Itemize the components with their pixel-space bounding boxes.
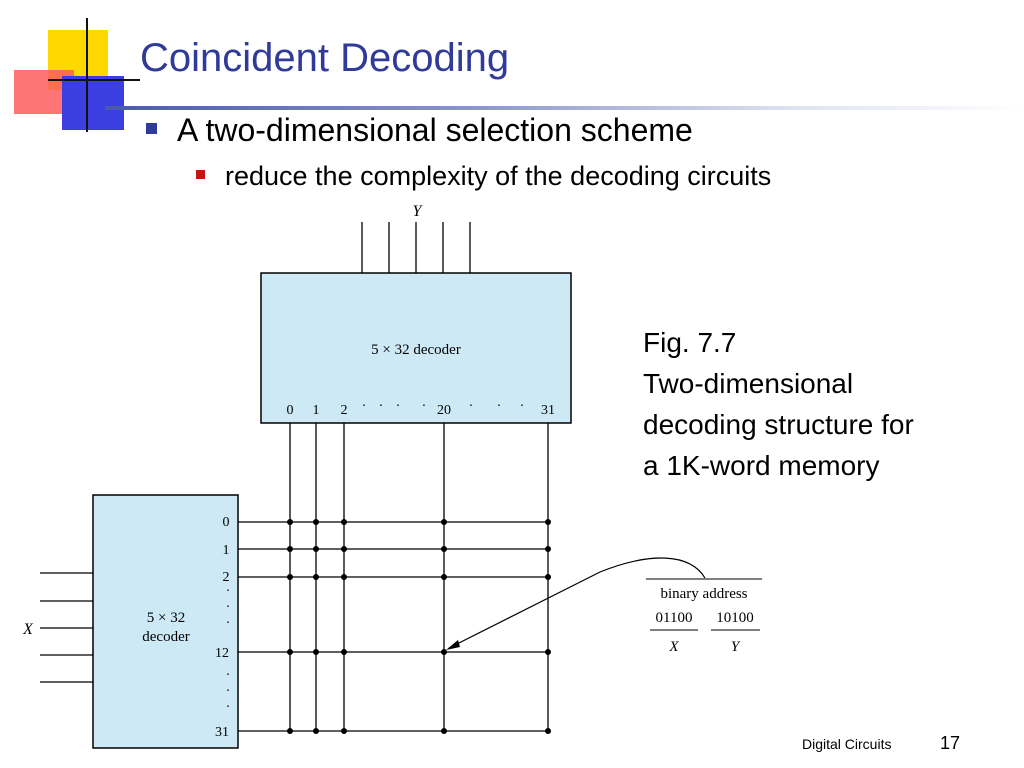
caption-line: a 1K-word memory: [643, 450, 880, 481]
left-output-dot: ·: [226, 700, 231, 715]
caption-line: Two-dimensional: [643, 368, 854, 399]
left-output-dot: ·: [226, 616, 231, 631]
slide-title: Coincident Decoding: [140, 36, 510, 80]
top-decoder-label: 5 × 32 decoder: [371, 342, 461, 358]
figure-caption: Fig. 7.7 Two-dimensional decoding struct…: [643, 322, 914, 486]
row-select-lines: [238, 521, 548, 732]
title-underline: [105, 106, 1024, 110]
left-decoder-label-line1: 5 × 32: [147, 610, 185, 626]
y-input-lines: [361, 222, 471, 273]
bullet-square-icon: [196, 170, 205, 180]
left-decoder-outputs: 0 1 2 · · · 12 · · · 31: [215, 515, 230, 740]
bullet-level2: reduce the complexity of the decoding ci…: [196, 161, 771, 192]
left-output-label: 31: [215, 725, 229, 740]
left-output-dot: ·: [226, 668, 231, 683]
top-output-dot: ·: [469, 399, 474, 414]
bullet-level1: A two-dimensional selection scheme: [146, 112, 693, 149]
top-output-label: 1: [313, 403, 320, 418]
y-address-bits: 10100: [716, 610, 754, 626]
x-input-lines: [40, 572, 93, 683]
y-address-name: Y: [731, 639, 741, 655]
top-output-dot: ·: [396, 399, 401, 414]
left-output-label: 0: [223, 515, 230, 530]
top-decoder-outputs: 0 1 2 · · · · 20 · · · 31: [287, 399, 556, 418]
top-output-label: 20: [437, 403, 451, 418]
top-decoder-box: [260, 272, 572, 424]
caption-line: Fig. 7.7: [643, 327, 737, 358]
x-address-name: X: [668, 639, 679, 655]
left-decoder-box: [92, 494, 239, 749]
left-output-dot: ·: [226, 584, 231, 599]
binary-address-heading: binary address: [660, 586, 747, 602]
top-output-label: 0: [287, 403, 294, 418]
address-pointer-arrow: [448, 557, 706, 649]
left-decoder-label-line2: decoder: [142, 629, 189, 645]
x-address-bits: 01100: [656, 610, 693, 626]
arrow-head-icon: [446, 640, 460, 650]
left-output-dot: ·: [226, 600, 231, 615]
top-output-dot: ·: [422, 399, 427, 414]
top-output-label: 2: [341, 403, 348, 418]
caption-line: decoding structure for: [643, 409, 914, 440]
logo-blue-square: [62, 76, 124, 130]
junction-dots: [287, 519, 551, 734]
top-output-dot: ·: [379, 399, 384, 414]
left-output-label: 2: [223, 570, 230, 585]
top-output-dot: ·: [497, 399, 502, 414]
page-number: 17: [940, 733, 961, 753]
top-output-dot: ·: [362, 399, 367, 414]
footer-course: Digital Circuits: [802, 736, 892, 752]
top-output-label: 31: [541, 403, 555, 418]
left-output-label: 1: [223, 543, 230, 558]
bullet-level1-text: A two-dimensional selection scheme: [177, 112, 693, 148]
left-output-label: 12: [215, 646, 229, 661]
bullet-level2-text: reduce the complexity of the decoding ci…: [225, 161, 772, 191]
y-input-label: Y: [413, 203, 424, 220]
left-output-dot: ·: [226, 684, 231, 699]
top-output-dot: ·: [520, 399, 525, 414]
x-input-label: X: [22, 621, 34, 638]
bullet-square-icon: [146, 123, 157, 135]
